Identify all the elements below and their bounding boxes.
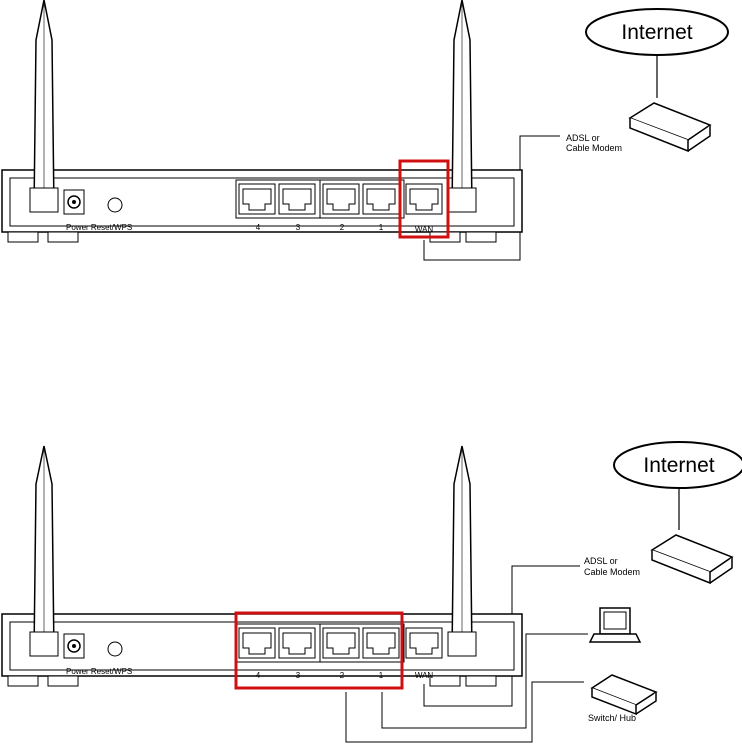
lan-port-3 bbox=[279, 184, 315, 214]
modem-icon bbox=[652, 535, 732, 583]
internet-cloud-icon: Internet bbox=[586, 9, 728, 55]
wan-port bbox=[406, 628, 442, 658]
lan-port-2 bbox=[323, 184, 359, 214]
antenna-left-icon bbox=[30, 446, 58, 656]
port-label-3: 3 bbox=[296, 223, 301, 232]
lan-port-4 bbox=[239, 184, 275, 214]
wan-port bbox=[406, 184, 442, 214]
lan-port-4 bbox=[239, 628, 275, 658]
antenna-right-icon bbox=[448, 0, 476, 212]
modem-label-line1: ADSL or bbox=[566, 133, 600, 143]
port-label-4: 4 bbox=[256, 223, 261, 232]
internet-label: Internet bbox=[643, 454, 714, 477]
switch-label: Switch/ Hub bbox=[588, 713, 636, 723]
modem-label-line2: Cable Modem bbox=[566, 143, 622, 153]
lan-port-2 bbox=[323, 628, 359, 658]
computer-icon bbox=[590, 608, 640, 642]
wan-label: WAN bbox=[415, 671, 434, 680]
wan-label: WAN bbox=[415, 225, 434, 234]
lan-port-3 bbox=[279, 628, 315, 658]
antenna-right-icon bbox=[448, 446, 476, 656]
modem-icon bbox=[630, 103, 710, 151]
diagram-lan-setup: Internet ADSL or Cable Modem Switch/ Hub bbox=[2, 442, 742, 742]
reset-button-icon bbox=[108, 642, 122, 656]
antenna-left-icon bbox=[30, 0, 58, 212]
reset-button-icon bbox=[108, 198, 122, 212]
diagram-wan-setup: Internet ADSL or Cable Modem bbox=[2, 0, 728, 260]
power-jack-icon bbox=[64, 190, 84, 214]
internet-cloud-icon: Internet bbox=[614, 442, 742, 488]
port-label-3: 3 bbox=[296, 671, 301, 680]
power-reset-label: Power Reset/WPS bbox=[66, 667, 132, 676]
modem-label-line2: Cable Modem bbox=[584, 567, 640, 577]
port-label-1: 1 bbox=[379, 671, 384, 680]
port-label-2: 2 bbox=[340, 671, 345, 680]
internet-label: Internet bbox=[621, 21, 692, 44]
switch-hub-icon bbox=[592, 675, 656, 714]
power-reset-label: Power Reset/WPS bbox=[66, 223, 132, 232]
power-jack-icon bbox=[64, 634, 84, 658]
lan-port-1 bbox=[363, 184, 399, 214]
modem-label-line1: ADSL or bbox=[584, 556, 618, 566]
port-label-2: 2 bbox=[340, 223, 345, 232]
port-label-1: 1 bbox=[379, 223, 384, 232]
lan-port-1 bbox=[363, 628, 399, 658]
port-label-4: 4 bbox=[256, 671, 261, 680]
